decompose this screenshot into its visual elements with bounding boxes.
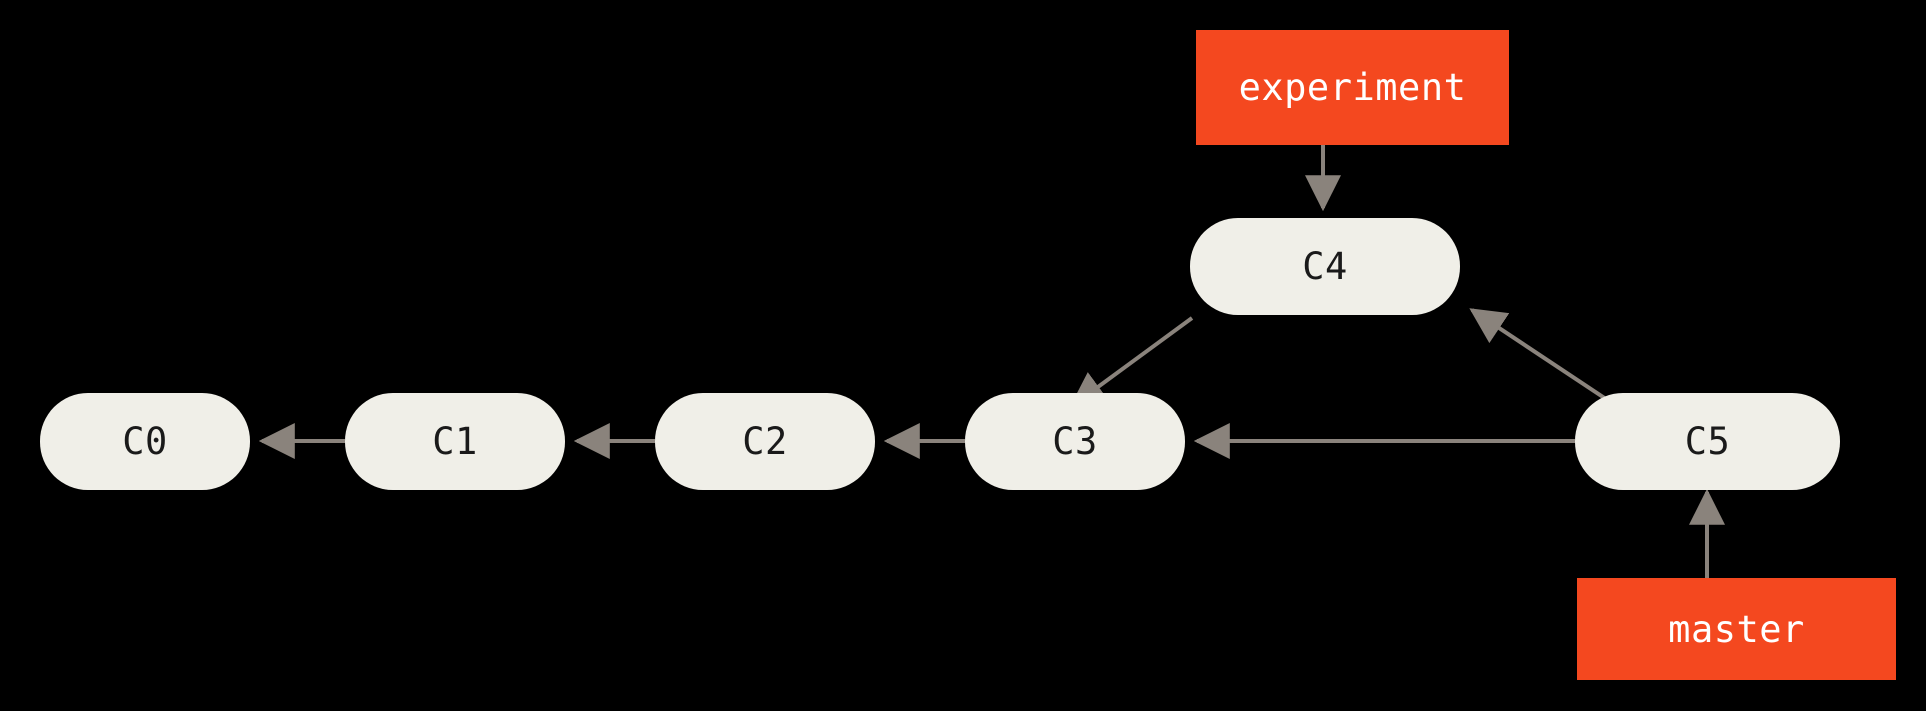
commit-node-c5[interactable]: C5	[1575, 393, 1840, 490]
commit-node-c4[interactable]: C4	[1190, 218, 1460, 315]
commit-label-c5: C5	[1684, 420, 1731, 463]
commit-label-c4: C4	[1302, 245, 1348, 288]
commit-label-c1: C1	[432, 420, 478, 463]
branch-ref-label-experiment: experiment	[1238, 66, 1467, 109]
commit-node-c2[interactable]: C2	[655, 393, 875, 490]
commit-node-c0[interactable]: C0	[40, 393, 250, 490]
branch-ref-label-master: master	[1668, 607, 1805, 651]
edge-c5-to-c4	[1469, 308, 1614, 405]
branch-ref-master[interactable]: master	[1577, 578, 1896, 680]
commit-label-c2: C2	[742, 420, 788, 463]
commit-node-c1[interactable]: C1	[345, 393, 565, 490]
commit-label-c3: C3	[1052, 420, 1098, 463]
commit-label-c0: C0	[122, 420, 168, 463]
branch-ref-experiment[interactable]: experiment	[1196, 30, 1509, 145]
commit-node-c3[interactable]: C3	[965, 393, 1185, 490]
